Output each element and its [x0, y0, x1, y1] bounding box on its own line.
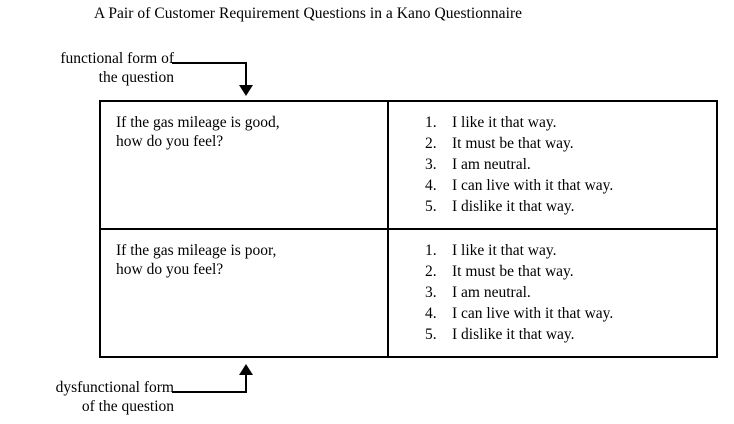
answer-text: It must be that way.: [452, 263, 574, 280]
functional-answers-list: 1. I like it that way. 2. It must be tha…: [389, 102, 716, 217]
arrow-down-icon: [239, 85, 253, 96]
functional-question-line2: how do you feel?: [116, 133, 224, 150]
dysfunctional-form-label-line2: of the question: [81, 398, 174, 415]
functional-leader-vertical-line: [245, 62, 247, 86]
kano-questionnaire-table: If the gas mileage is good, how do you f…: [99, 100, 718, 358]
dysfunctional-answers-list: 1. I like it that way. 2. It must be tha…: [389, 230, 716, 345]
arrow-up-icon: [239, 364, 253, 375]
dysfunctional-form-label: dysfunctional form of the question: [8, 378, 174, 416]
dysfunctional-question-text: If the gas mileage is poor, how do you f…: [101, 230, 387, 279]
list-item[interactable]: 3. I am neutral.: [389, 282, 716, 303]
functional-question-text: If the gas mileage is good, how do you f…: [101, 102, 387, 151]
answer-text: I am neutral.: [452, 156, 531, 173]
functional-question-line1: If the gas mileage is good,: [116, 114, 280, 131]
list-item[interactable]: 5. I dislike it that way.: [389, 196, 716, 217]
dysfunctional-question-line1: If the gas mileage is poor,: [116, 242, 277, 259]
answer-text: I like it that way.: [452, 242, 557, 259]
list-item[interactable]: 1. I like it that way.: [389, 112, 716, 133]
list-item[interactable]: 4. I can live with it that way.: [389, 303, 716, 324]
list-item[interactable]: 3. I am neutral.: [389, 154, 716, 175]
answer-number: 4.: [425, 305, 437, 322]
dysfunctional-form-label-line1: dysfunctional form: [55, 379, 174, 396]
table-row: If the gas mileage is poor, how do you f…: [99, 228, 718, 358]
table-row: If the gas mileage is good, how do you f…: [99, 100, 718, 230]
dysfunctional-leader-horizontal-line: [172, 391, 247, 393]
dysfunctional-question-cell: If the gas mileage is poor, how do you f…: [99, 228, 389, 358]
answer-text: I am neutral.: [452, 284, 531, 301]
answer-number: 4.: [425, 177, 437, 194]
answer-text: I can live with it that way.: [452, 177, 614, 194]
list-item[interactable]: 2. It must be that way.: [389, 261, 716, 282]
answer-text: It must be that way.: [452, 135, 574, 152]
answer-number: 3.: [425, 284, 437, 301]
functional-answers-cell: 1. I like it that way. 2. It must be tha…: [387, 100, 718, 230]
dysfunctional-question-line2: how do you feel?: [116, 261, 224, 278]
answer-number: 1.: [425, 114, 437, 131]
answer-text: I dislike it that way.: [452, 198, 575, 215]
list-item[interactable]: 4. I can live with it that way.: [389, 175, 716, 196]
list-item[interactable]: 5. I dislike it that way.: [389, 324, 716, 345]
figure-title: A Pair of Customer Requirement Questions…: [94, 5, 523, 22]
answer-text: I can live with it that way.: [452, 305, 614, 322]
answer-number: 2.: [425, 135, 437, 152]
functional-question-cell: If the gas mileage is good, how do you f…: [99, 100, 389, 230]
functional-form-label-line1: functional form of: [60, 50, 174, 67]
answer-number: 3.: [425, 156, 437, 173]
answer-number: 2.: [425, 263, 437, 280]
answer-number: 5.: [425, 198, 437, 215]
dysfunctional-answers-cell: 1. I like it that way. 2. It must be tha…: [387, 228, 718, 358]
dysfunctional-leader-vertical-line: [245, 375, 247, 393]
list-item[interactable]: 2. It must be that way.: [389, 133, 716, 154]
answer-text: I like it that way.: [452, 114, 557, 131]
answer-text: I dislike it that way.: [452, 326, 575, 343]
list-item[interactable]: 1. I like it that way.: [389, 240, 716, 261]
functional-form-label-line2: the question: [98, 69, 174, 86]
functional-form-label: functional form of the question: [8, 49, 174, 87]
answer-number: 5.: [425, 326, 437, 343]
functional-leader-horizontal-line: [172, 62, 247, 64]
answer-number: 1.: [425, 242, 437, 259]
